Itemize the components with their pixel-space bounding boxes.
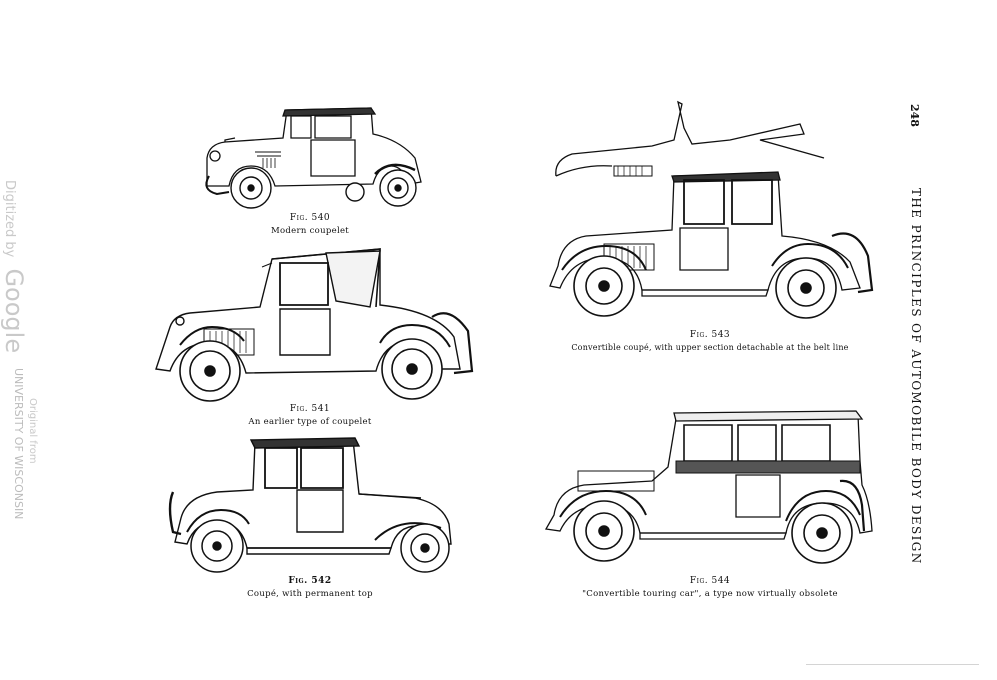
figure-541-coupelet-drawing bbox=[150, 245, 480, 405]
running-head: THE PRINCIPLES OF AUTOMOBILE BODY DESIGN bbox=[909, 188, 923, 565]
figure-543-caption: Fig. 543 Convertible coupé, with upper s… bbox=[540, 330, 880, 352]
figure-544-number: Fig. 544 bbox=[689, 576, 731, 586]
figure-543-convertible-drawing bbox=[542, 100, 877, 325]
figure-544-caption: Fig. 544 "Convertible touring car", a ty… bbox=[545, 576, 875, 599]
figure-540-text: Modern coupelet bbox=[270, 226, 350, 236]
watermark-digitized-by: Digitized by bbox=[2, 180, 17, 258]
watermark-google-logo: Google bbox=[0, 268, 28, 354]
figure-542-text: Coupé, with permanent top bbox=[247, 589, 373, 599]
watermark-original-from: Original from bbox=[27, 398, 38, 464]
watermark-digitized: Digitized by Google bbox=[0, 180, 28, 353]
figure-540-number: Fig. 540 bbox=[289, 213, 331, 223]
figure-541-number: Fig. 541 bbox=[289, 404, 331, 414]
figure-541-text: An earlier type of coupelet bbox=[248, 417, 372, 427]
figure-543-text: Convertible coupé, with upper section de… bbox=[571, 343, 849, 352]
watermark-university-name: UNIVERSITY OF WISCONSIN bbox=[12, 368, 25, 520]
figure-544-touring-drawing bbox=[540, 405, 875, 570]
bottom-scan-line bbox=[806, 664, 979, 665]
figure-540-caption: Fig. 540 Modern coupelet bbox=[212, 213, 408, 236]
figure-542-caption: Fig. 542 Coupé, with permanent top bbox=[200, 576, 420, 599]
figure-541-caption: Fig. 541 An earlier type of coupelet bbox=[205, 404, 415, 427]
figure-542-coupe-drawing bbox=[165, 436, 460, 576]
figure-540-coupelet-drawing bbox=[195, 100, 430, 215]
watermark-university: UNIVERSITY OF WISCONSIN bbox=[12, 368, 25, 519]
page-number: 248 bbox=[908, 104, 921, 127]
watermark-original: Original from bbox=[27, 398, 38, 464]
figure-544-text: "Convertible touring car", a type now vi… bbox=[582, 589, 838, 599]
figure-543-number: Fig. 543 bbox=[689, 330, 731, 340]
figure-542-number: Fig. 542 bbox=[288, 576, 332, 586]
